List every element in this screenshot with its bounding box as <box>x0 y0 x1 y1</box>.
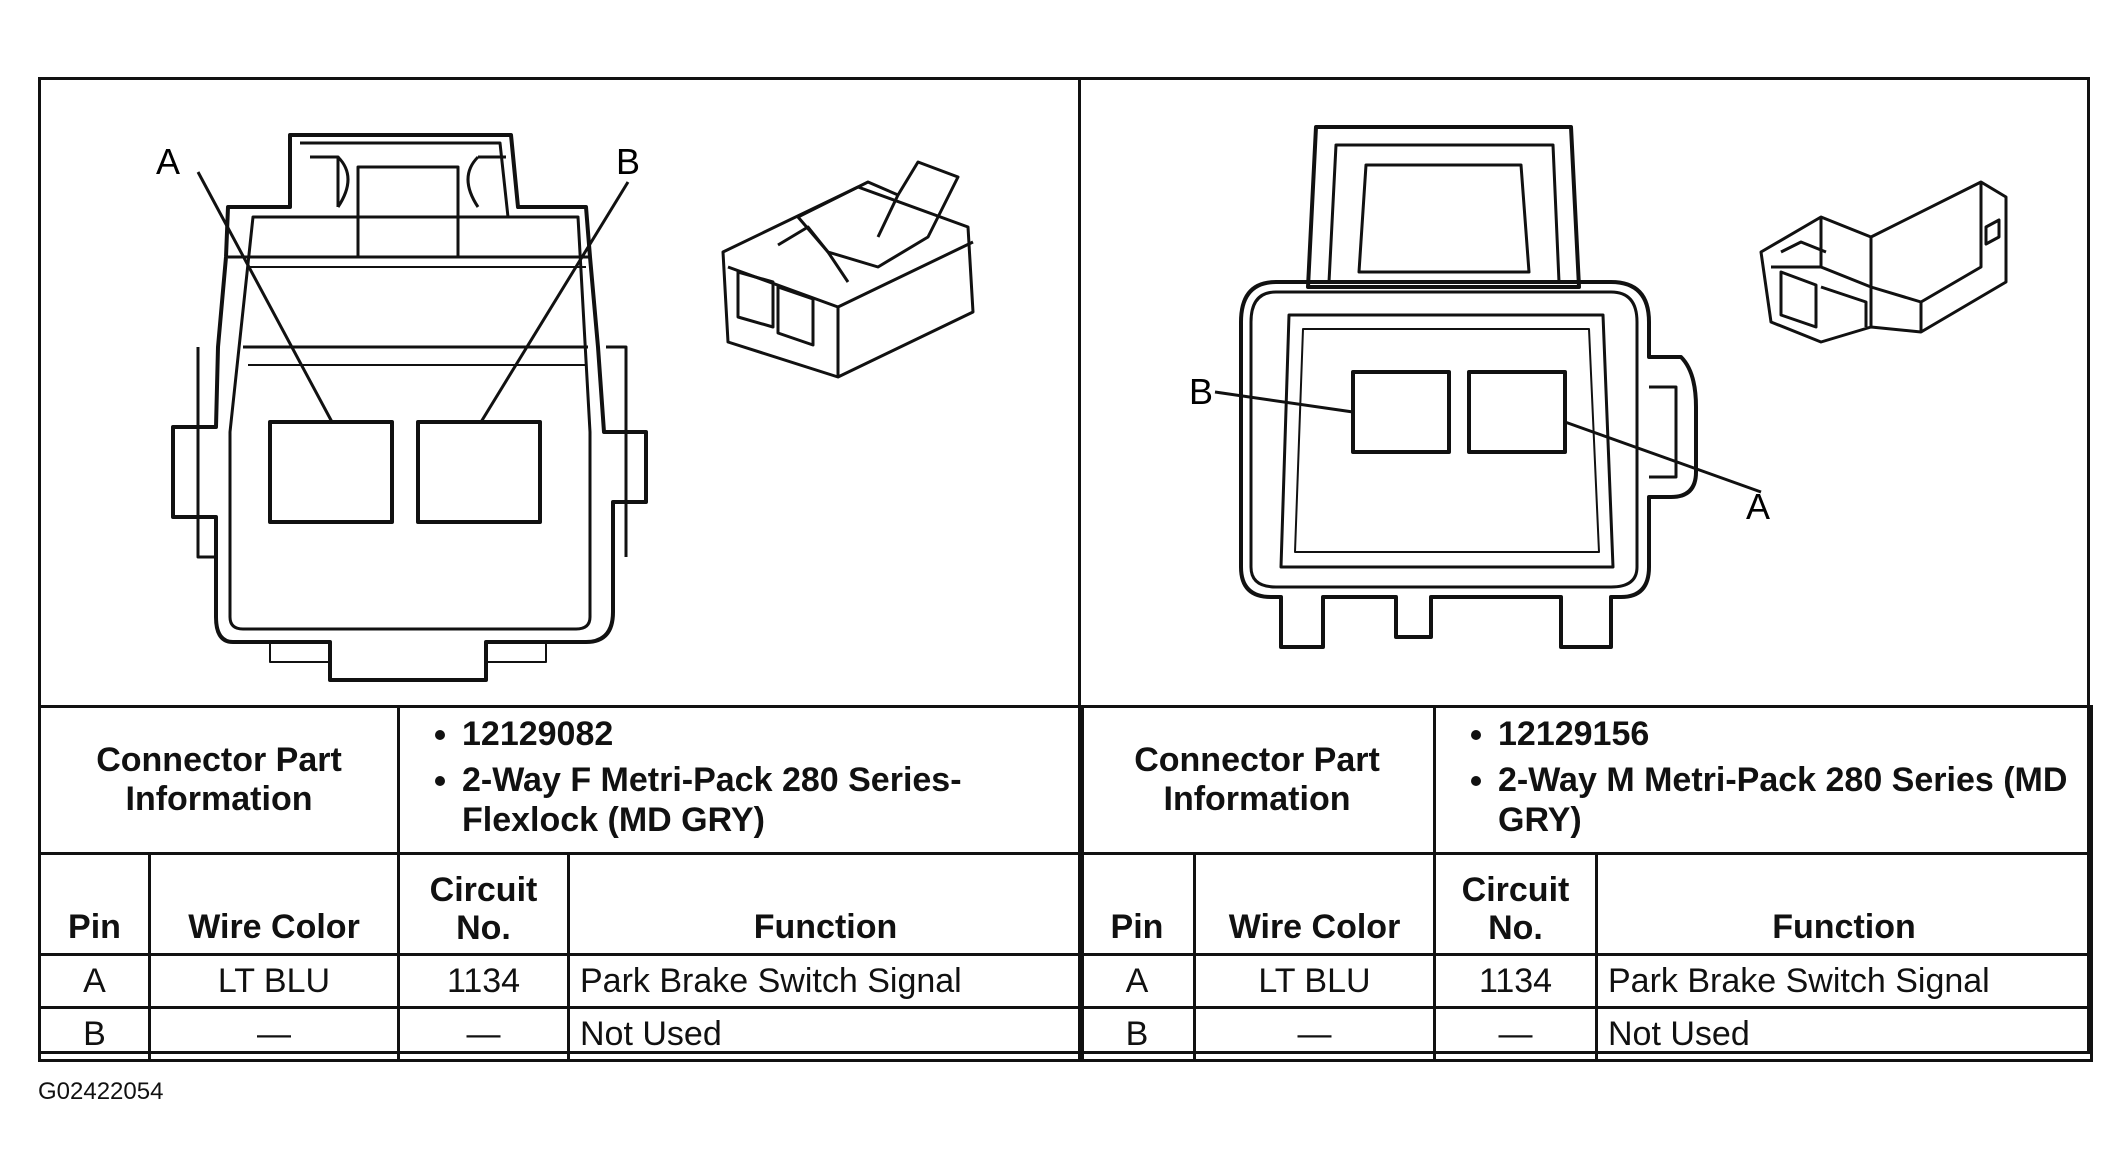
col-header-wire-color: Wire Color <box>148 852 400 956</box>
pin-cell: B <box>1078 1006 1196 1062</box>
function-cell: Not Used <box>566 1006 1085 1062</box>
function-cell: Park Brake Switch Signal <box>1595 953 2093 1009</box>
connector-info-details: 12129156 2-Way M Metri-Pack 280 Series (… <box>1433 705 2093 855</box>
pin-cell: A <box>1078 953 1196 1009</box>
wire-color-cell: LT BLU <box>148 953 400 1009</box>
pin-cell: B <box>38 1006 151 1062</box>
table-row: A LT BLU 1134 Park Brake Switch Signal <box>38 953 1085 1009</box>
female-connector-isometric <box>721 160 975 379</box>
col-header-function: Function <box>566 852 1085 956</box>
part-number: 12129156 <box>1498 714 2080 754</box>
wire-color-cell: — <box>1193 1006 1436 1062</box>
male-connector-drawing: B A <box>1189 125 2008 649</box>
connector-description: 2-Way M Metri-Pack 280 Series (MD GRY) <box>1498 760 2080 840</box>
circuit-cell: — <box>397 1006 570 1062</box>
leader-line-b <box>479 181 630 423</box>
pin-label-a: A <box>1746 486 1770 527</box>
function-cell: Not Used <box>1595 1006 2093 1062</box>
connector-info-details: 12129082 2-Way F Metri-Pack 280 Series-F… <box>396 705 1085 855</box>
pin-label-a: A <box>156 141 180 182</box>
left-connector-table: Connector Part Information 12129082 2-Wa… <box>38 705 1085 1062</box>
connector-info-label: Connector Part Information <box>38 705 400 855</box>
pin-label-b: B <box>616 141 640 182</box>
col-header-pin: Pin <box>38 852 151 956</box>
male-connector-isometric <box>1759 180 2008 344</box>
circuit-cell: — <box>1433 1006 1598 1062</box>
female-connector-drawing: A B <box>156 133 975 682</box>
connector-info-label: Connector Part Information <box>1078 705 1436 855</box>
function-cell: Park Brake Switch Signal <box>566 953 1085 1009</box>
leader-line-b <box>1214 390 1354 414</box>
right-connector-table: Connector Part Information 12129156 2-Wa… <box>1078 705 2093 1062</box>
circuit-cell: 1134 <box>397 953 570 1009</box>
pin-cell: A <box>38 953 151 1009</box>
connector-description: 2-Way F Metri-Pack 280 Series-Flexlock (… <box>462 760 1071 840</box>
table-row: B — — Not Used <box>38 1006 1085 1062</box>
leader-line-a <box>196 171 334 423</box>
col-header-circuit-no: Circuit No. <box>1433 852 1598 956</box>
panel-divider <box>1078 77 1081 1054</box>
wire-color-cell: — <box>148 1006 400 1062</box>
wire-color-cell: LT BLU <box>1193 953 1436 1009</box>
col-header-wire-color: Wire Color <box>1193 852 1436 956</box>
leader-line-a <box>1564 420 1762 494</box>
col-header-pin: Pin <box>1078 852 1196 956</box>
table-row: B — — Not Used <box>1078 1006 2093 1062</box>
figure-id: G02422054 <box>38 1078 164 1105</box>
circuit-cell: 1134 <box>1433 953 1598 1009</box>
col-header-circuit-no: Circuit No. <box>397 852 570 956</box>
table-row: A LT BLU 1134 Park Brake Switch Signal <box>1078 953 2093 1009</box>
col-header-function: Function <box>1595 852 2093 956</box>
pin-label-b: B <box>1189 371 1213 412</box>
part-number: 12129082 <box>462 714 1071 754</box>
